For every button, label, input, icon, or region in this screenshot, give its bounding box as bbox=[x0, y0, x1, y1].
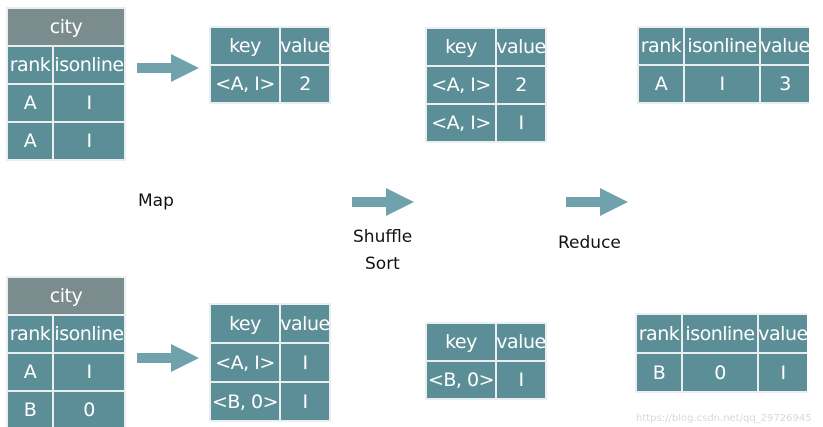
table-cell: 3 bbox=[761, 66, 809, 102]
column-header: value bbox=[280, 305, 330, 342]
shuffle-output-table-top: key value <A, I> 2 <A, I> I bbox=[425, 27, 547, 143]
table-cell: <A, I> bbox=[427, 67, 495, 103]
table-cell: I bbox=[54, 85, 124, 121]
column-header: rank bbox=[8, 316, 52, 352]
table-cell: 2 bbox=[497, 67, 545, 103]
input-table-top: city rank isonline A I A I bbox=[6, 7, 126, 161]
column-header: isonline bbox=[685, 28, 759, 64]
column-header: rank bbox=[637, 315, 681, 352]
table-cell: 0 bbox=[683, 354, 757, 391]
column-header: isonline bbox=[54, 47, 124, 83]
arrow-right-icon bbox=[566, 188, 628, 216]
table-cell: 2 bbox=[281, 66, 329, 102]
table-cell: <B, 0> bbox=[427, 362, 495, 398]
table-title: city bbox=[8, 278, 124, 314]
column-header: value bbox=[496, 29, 546, 65]
table-cell: I bbox=[54, 354, 124, 390]
table-cell: <A, I> bbox=[427, 105, 495, 141]
arrow-right-icon bbox=[352, 188, 414, 216]
column-header: value bbox=[758, 315, 808, 352]
table-cell: 0 bbox=[54, 392, 124, 427]
table-cell: B bbox=[637, 354, 681, 391]
map-output-table-top: key value <A, I> 2 bbox=[209, 26, 331, 104]
table-cell: A bbox=[8, 85, 52, 121]
table-cell: I bbox=[281, 344, 329, 381]
arrow-right-icon bbox=[137, 54, 199, 82]
column-header: key bbox=[427, 29, 495, 65]
column-header: isonline bbox=[54, 316, 124, 352]
shuffle-output-table-bottom: key value <B, 0> I bbox=[425, 322, 547, 400]
sort-label: Sort bbox=[365, 254, 400, 274]
column-header: value bbox=[496, 324, 546, 360]
arrow-right-icon bbox=[137, 344, 199, 372]
table-cell: I bbox=[685, 66, 759, 102]
table-cell: I bbox=[54, 123, 124, 159]
table-cell: I bbox=[497, 362, 545, 398]
table-cell: <A, I> bbox=[211, 344, 279, 381]
shuffle-label: Shuffle bbox=[353, 227, 413, 247]
column-header: rank bbox=[639, 28, 683, 64]
watermark: https://blog.csdn.net/qq_29726945 bbox=[636, 413, 812, 424]
column-header: key bbox=[211, 305, 279, 342]
reduce-output-table-top: rank isonline value A I 3 bbox=[637, 26, 810, 104]
table-cell: <A, I> bbox=[211, 66, 279, 102]
input-table-bottom: city rank isonline A I B 0 bbox=[6, 276, 126, 427]
table-cell: A bbox=[639, 66, 683, 102]
column-header: value bbox=[280, 28, 330, 64]
table-cell: B bbox=[8, 392, 52, 427]
table-cell: <B, 0> bbox=[211, 383, 279, 420]
table-cell: A bbox=[8, 123, 52, 159]
map-label: Map bbox=[138, 191, 174, 211]
column-header: value bbox=[760, 28, 810, 64]
reduce-label: Reduce bbox=[558, 233, 621, 253]
column-header: isonline bbox=[683, 315, 757, 352]
table-cell: A bbox=[8, 354, 52, 390]
table-cell: I bbox=[759, 354, 807, 391]
column-header: rank bbox=[8, 47, 52, 83]
column-header: key bbox=[211, 28, 279, 64]
reduce-output-table-bottom: rank isonline value B 0 I bbox=[635, 313, 808, 393]
table-title: city bbox=[8, 9, 124, 45]
column-header: key bbox=[427, 324, 495, 360]
table-cell: I bbox=[497, 105, 545, 141]
map-output-table-bottom: key value <A, I> I <B, 0> I bbox=[209, 303, 331, 422]
table-cell: I bbox=[281, 383, 329, 420]
